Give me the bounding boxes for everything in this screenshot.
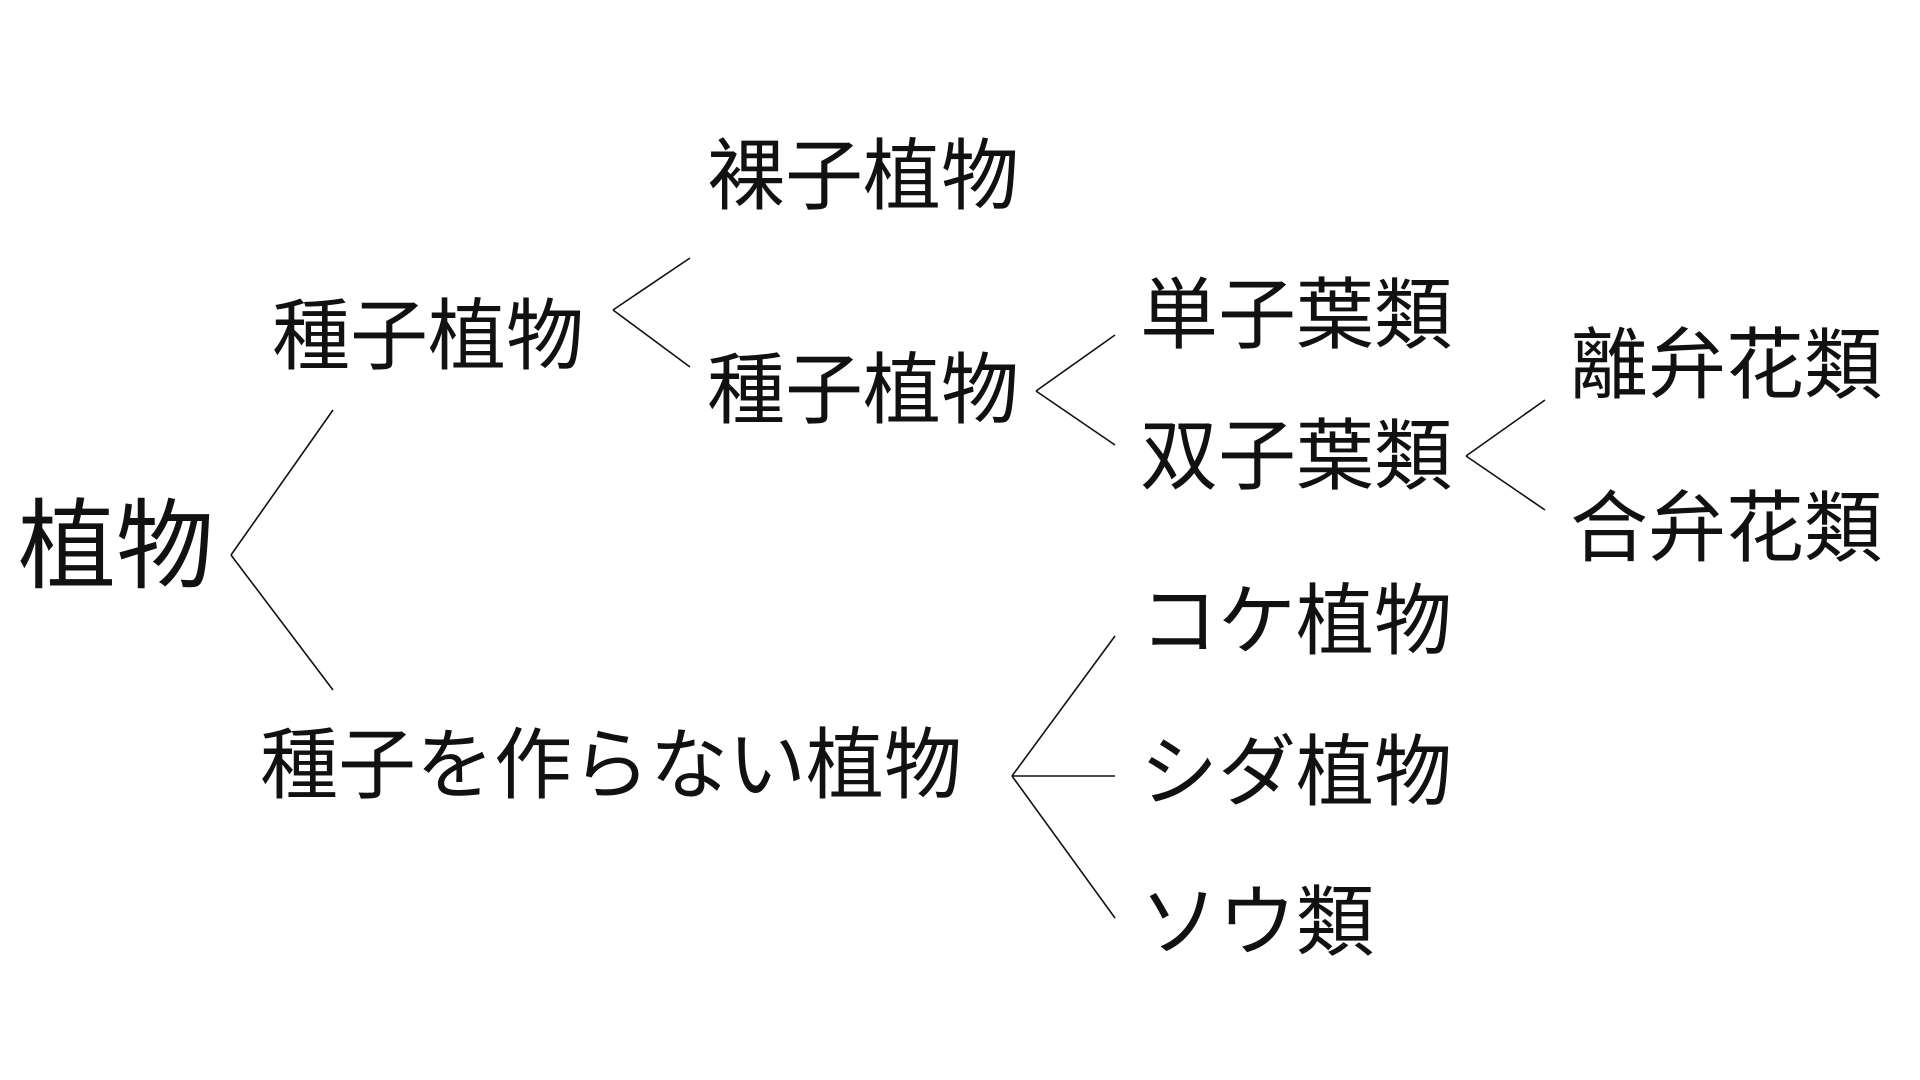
edge-dicots-choripetalae [1465,399,1546,457]
edge-seed-plants-gymnosperms [612,257,691,311]
node-angiosperms: 種子植物 [707,346,1020,436]
node-algae: ソウ類 [1140,878,1375,968]
node-choripetalae: 離弁花類 [1570,321,1883,411]
edge-dicots-sympetalae [1465,455,1546,511]
node-monocots: 単子葉類 [1140,271,1453,361]
node-dicots: 双子葉類 [1140,412,1453,502]
node-gymnosperms: 裸子植物 [707,132,1020,222]
node-seed-plants: 種子植物 [272,292,585,382]
edge-root-non-seed-plants [230,554,334,691]
edge-angiosperms-monocots [1035,334,1116,392]
node-ferns: シダ植物 [1140,728,1453,818]
edge-angiosperms-dicots [1035,390,1116,446]
edge-root-seed-plants [230,409,334,556]
node-root: 植物 [18,490,215,604]
edge-non-seed-mosses [1011,635,1116,777]
node-non-seed-plants: 種子を作らない植物 [260,721,963,811]
edge-non-seed-algae [1011,775,1116,919]
node-sympetalae: 合弁花類 [1570,484,1883,574]
node-mosses: コケ植物 [1140,577,1453,667]
edge-seed-plants-angiosperms [612,309,691,368]
